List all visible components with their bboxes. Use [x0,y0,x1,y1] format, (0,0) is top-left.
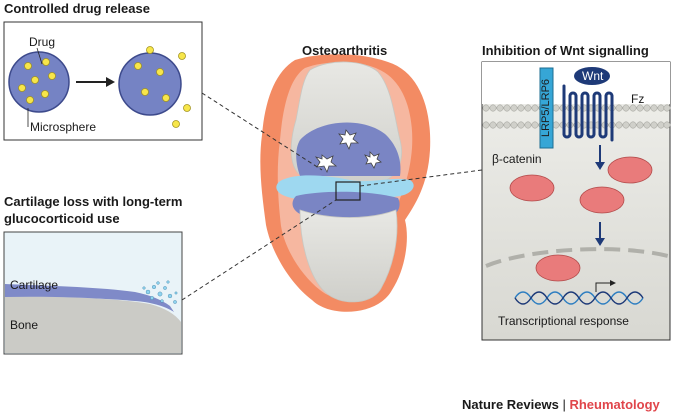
microsphere-label: Microsphere [30,120,97,134]
release-arrowhead [106,77,115,87]
journal-subject: Rheumatology [569,397,660,412]
tibia [299,209,398,303]
drug-release-title: Controlled drug release [4,1,150,16]
footer-separator: | [562,397,566,412]
bone-region [5,295,181,353]
tibial-cartilage [292,191,400,219]
fz-label: Fz [631,92,645,106]
dna-strand-2 [514,291,644,305]
drug-release-panel [3,21,203,141]
zoom-box [335,181,361,201]
cartilage-defects [314,129,382,174]
signal-arrowhead-2 [595,238,605,246]
drug-dots-right [134,46,191,128]
drug-label: Drug [29,35,56,49]
knee-joint [260,54,431,312]
bone-label: Bone [10,318,39,332]
osteoarthritis-title: Osteoarthritis [302,43,388,58]
wnt-title: Inhibition of Wnt signalling [482,43,649,58]
cartilage-layer [5,284,174,312]
cartilage-loss-panel [3,231,183,355]
journal-name: Nature Reviews [462,397,559,412]
drug-dots-left [18,58,56,104]
cartilage-label: Cartilage [10,278,59,292]
catenin-2 [607,156,653,184]
connector-lines [181,92,483,301]
cartilage-debris [142,280,178,304]
signal-arrowhead-1 [595,162,605,170]
lrp-receptor [539,67,554,149]
connector-cartilage [181,199,337,301]
frizzled-loops [562,91,614,139]
frizzled-receptor [562,84,614,142]
catenin-label: β-catenin [492,152,542,166]
wnt-panel [481,61,671,341]
microsphere-left [8,51,70,113]
transcription-start-line [595,282,612,292]
response-label: Transcriptional response [498,314,629,328]
wnt-label: Wnt [582,69,604,83]
catenin-3 [579,186,625,214]
cartilage-loss-title-line2: glucocorticoid use [4,211,120,226]
microsphere-right [118,52,182,116]
catenin-1 [509,174,555,202]
cartilage-loss-title-line1: Cartilage loss with long-term [4,194,183,209]
transcription-start-arrow [610,280,616,286]
wnt-ligand [574,67,610,85]
connector-drug [201,92,323,171]
footer-credit: Nature Reviews | Rheumatology [462,397,660,412]
catenin-nuclear [535,254,581,282]
drug-leader-line [36,47,43,65]
receptor-label: LRP5/LRP6 [540,78,552,138]
